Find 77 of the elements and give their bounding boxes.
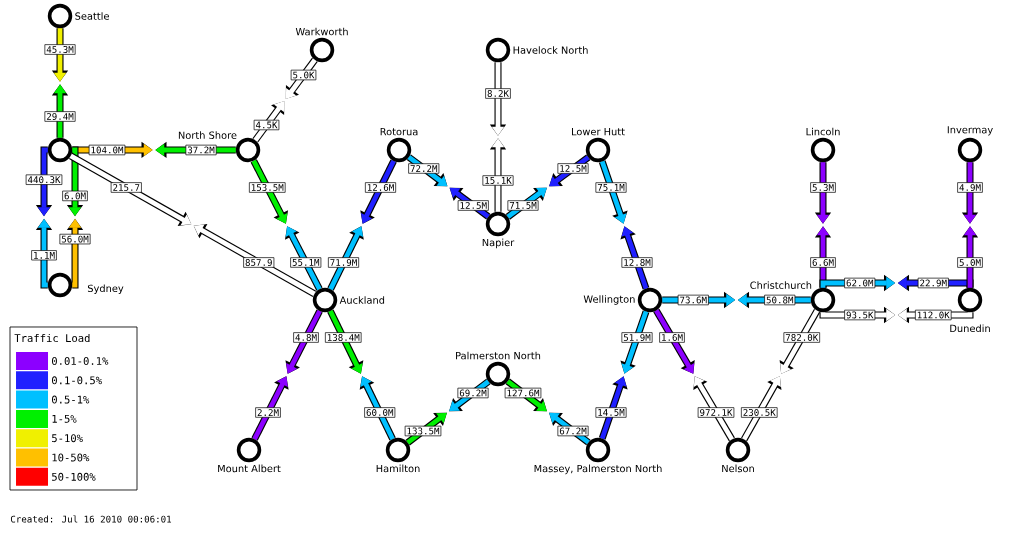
node-label: Warkworth [295,27,348,36]
edge-label: 67.2M [557,425,589,437]
legend-title: Traffic Load [14,333,90,343]
edge-label: 71.5M [507,200,539,211]
edge-label: 62.0M [844,277,876,289]
legend-label: 10-50% [52,453,90,462]
legend-label: 0.01-0.1% [52,357,109,365]
edge-label: 127.6M [504,387,542,399]
edge-label: 4.9M [957,182,983,193]
node-label: Christchurch [750,281,812,289]
site-circle [47,137,73,163]
node-label: Dunedin [950,324,990,333]
node-label: Palmerston North [456,351,541,360]
edge-label: 45.3M [44,44,76,55]
node-label: Havelock North [513,46,588,54]
edge-label: 12.6M [365,182,397,193]
legend-label: 1-5% [52,415,77,423]
edge-label: 8.2K [485,88,511,99]
edge-label: 14.5M [595,407,627,418]
edge-label: 440.3K [25,174,63,185]
edge-label: 12.5M [457,200,489,211]
edge-label: 72.2M [408,163,440,174]
edge-label: 37.2M [185,144,217,156]
legend-label: 0.1-0.5% [52,376,102,385]
edge-label: 50.8M [764,294,796,306]
edge-label: 12.5M [557,163,589,174]
edge-label: 4.5K [253,119,280,131]
edge-label: 51.9M [621,332,653,343]
edge-label: 5.0K [290,69,317,81]
legend-label: 0.5-1% [52,395,90,404]
edge-label: 138.4M [325,332,362,343]
edge-label: 1.1M [31,250,57,261]
edge-label: 104.0M [88,144,126,156]
node-label: Rotorua [380,128,418,136]
edge-label: 4.8M [293,332,319,343]
edge-label: 215.7 [110,182,142,193]
edge-label: 133.5M [404,425,442,437]
edge-label: 71.9M [328,257,360,268]
edge-label: 69.2M [457,387,489,399]
timestamp: Created: Jul 16 2010 00:06:01 [10,515,171,523]
node-label: Lower Hutt [572,128,625,136]
legend-label: 50-100% [52,472,96,481]
edge-label: 153.5M [249,182,286,193]
edge-label: 6.6M [810,257,836,268]
node-label: Auckland [339,296,385,304]
edge-label: 857.9 [243,257,275,268]
edge-label: 22.9M [917,277,949,289]
node-label: Mount Albert [218,464,281,473]
edge-label: 93.5K [844,309,876,321]
edge-label: 972.1K [697,407,735,418]
edge-label: 5.0M [957,257,983,268]
edge-label: 2.2M [255,407,281,418]
node-label: Nelson [722,464,754,473]
legend-label: 5-10% [52,434,83,443]
node-label: Hamilton [376,464,420,473]
edge-label: 5.3M [810,182,836,193]
node-label: Wellington [583,295,635,305]
edge-label: 15.1K [482,175,514,186]
edge-label: 112.0K [915,309,952,321]
edge-label: 75.1M [595,182,627,193]
node-label: Napier [482,238,515,249]
edge-label: 73.6M [677,294,709,306]
node-label: North Shore [178,131,237,139]
edge-label: 1.6M [659,332,685,343]
edge-label: 55.1M [290,257,322,268]
edge-label: 230.5K [741,407,778,418]
edge-label: 60.0M [364,407,396,418]
node-label: Seattle [75,12,109,20]
edge-label: 29.4M [44,111,76,122]
node-label: Lincoln [806,127,840,136]
node-label: Invermay [947,126,993,136]
node-label: Sydney [87,284,124,294]
edge-label: 782.0K [783,332,820,343]
node-label: Massey, Palmerston North [534,464,662,475]
edge-label: 12.8M [621,257,653,268]
edge-label: 6.0M [62,190,88,202]
edge-label: 56.0M [59,233,91,245]
